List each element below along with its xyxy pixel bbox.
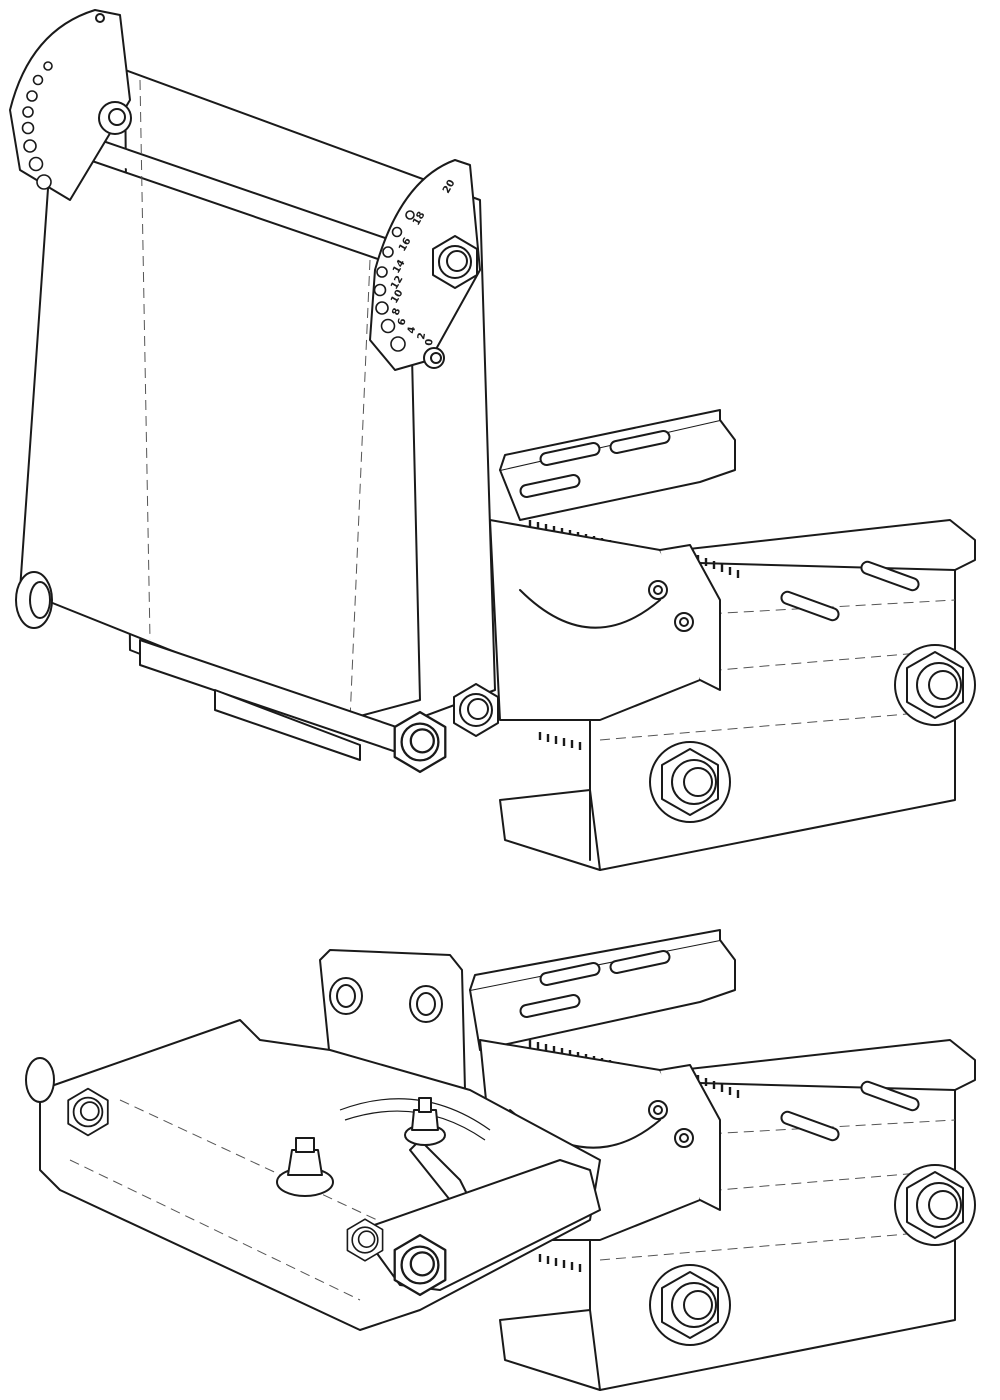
stud	[679, 617, 689, 627]
rear-mounting-bracket	[499, 409, 736, 521]
stud-nut	[404, 1097, 446, 1146]
flange-nut	[649, 741, 731, 823]
tilt-housing	[19, 69, 496, 761]
clamp-plate	[489, 519, 721, 721]
stud	[653, 585, 663, 595]
left-scale-plate	[9, 9, 132, 201]
bracket-slot	[860, 1080, 920, 1112]
mounting-tab	[319, 949, 466, 1091]
hinge-washer	[25, 1057, 55, 1103]
threaded-rod	[538, 732, 582, 750]
bracket-slot	[539, 962, 601, 986]
flange-nut	[894, 644, 976, 726]
bracket-slot	[519, 474, 581, 498]
bracket-slot	[780, 590, 840, 622]
right-scale-plate: 20 18 16 14 12 10 8 6 4 2 0	[369, 159, 481, 371]
top-view-assembly: 20 18 16 14 12 10 8 6 4 2 0	[9, 9, 976, 871]
scale-mark: 4	[406, 326, 418, 335]
stud-nut	[276, 1137, 334, 1197]
scale-mark: 6	[396, 317, 408, 327]
bottom-view-assembly	[25, 929, 976, 1391]
bracket-slot	[609, 950, 671, 974]
flange-nut	[894, 1164, 976, 1246]
scale-mark: 2	[416, 332, 428, 341]
bracket-slot	[539, 442, 601, 466]
scale-mark: 0	[424, 338, 436, 346]
scale-mark: 8	[390, 307, 403, 317]
threaded-rod	[538, 1254, 582, 1272]
bracket-slot	[519, 994, 581, 1018]
bracket-slot	[860, 560, 920, 592]
rear-mounting-bracket	[469, 929, 736, 1051]
bracket-slot	[609, 430, 671, 454]
flange-nut	[649, 1264, 731, 1346]
bracket-slot	[780, 1110, 840, 1142]
